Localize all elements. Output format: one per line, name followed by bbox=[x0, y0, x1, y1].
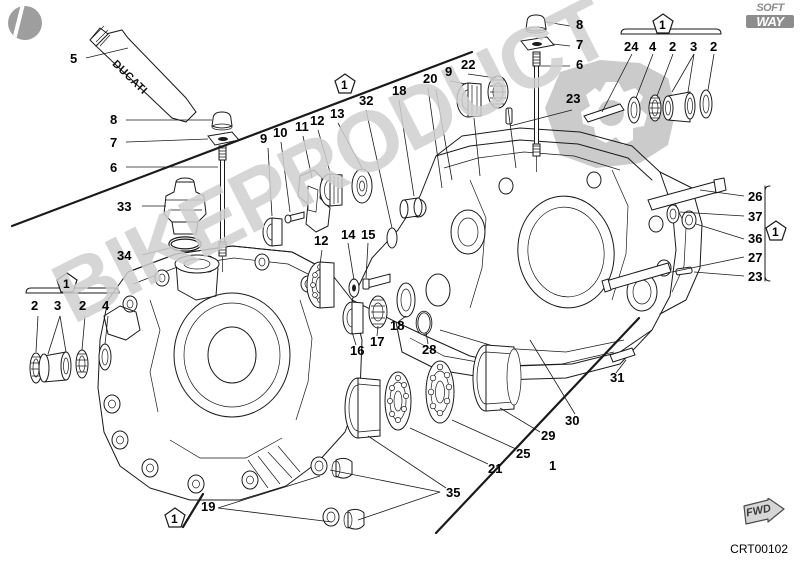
callout-9b: 9 bbox=[445, 64, 453, 79]
callout-23b: 23 bbox=[748, 269, 763, 284]
pentagon-label-bottom-left: 1 bbox=[63, 277, 70, 291]
page-corner-disc bbox=[8, 6, 42, 40]
pentagon-markers bbox=[56, 13, 787, 528]
callout-18: 18 bbox=[392, 83, 407, 98]
logo-line-1: SOFT bbox=[756, 2, 784, 14]
callout-33: 33 bbox=[117, 199, 132, 214]
pentagon-label-top-center: 1 bbox=[341, 78, 348, 92]
callout-34: 34 bbox=[117, 248, 132, 263]
callout-2c: 2 bbox=[31, 298, 39, 313]
callout-13: 13 bbox=[330, 106, 345, 121]
callout-29: 29 bbox=[541, 428, 556, 443]
callout-4b: 4 bbox=[102, 298, 110, 313]
parts-bottom-left-group bbox=[29, 343, 112, 384]
callout-15: 15 bbox=[361, 227, 376, 242]
callout-12: 12 bbox=[310, 113, 325, 128]
parts-bottom-screws bbox=[310, 456, 365, 530]
callout-7b: 7 bbox=[576, 37, 584, 52]
parts-center-shafts bbox=[262, 75, 509, 249]
ducati-sealant-tube bbox=[89, 25, 197, 123]
bracket-top-right bbox=[620, 28, 722, 35]
callout-18b: 18 bbox=[390, 318, 405, 333]
softway-logo: SOFT WAY bbox=[746, 3, 794, 29]
callout-12b: 12 bbox=[314, 233, 329, 248]
parts-left-column bbox=[163, 111, 240, 272]
callout-30: 30 bbox=[565, 413, 580, 428]
callout-17: 17 bbox=[370, 334, 385, 349]
callout-25: 25 bbox=[516, 446, 531, 461]
callout-32: 32 bbox=[359, 93, 374, 108]
callout-4: 4 bbox=[649, 39, 657, 54]
callout-9: 9 bbox=[260, 131, 268, 146]
callout-31: 31 bbox=[610, 370, 625, 385]
callout-1: 1 bbox=[549, 458, 557, 473]
callout-21: 21 bbox=[488, 461, 503, 476]
callout-8: 8 bbox=[110, 112, 118, 127]
drawing-code: CRT00102 bbox=[730, 542, 788, 556]
callout-6: 6 bbox=[110, 160, 118, 175]
callout-10: 10 bbox=[273, 125, 288, 140]
parts-right-fasteners bbox=[601, 177, 727, 363]
leader-lines bbox=[35, 21, 745, 523]
callout-26: 26 bbox=[748, 189, 763, 204]
callout-19: 19 bbox=[201, 499, 216, 514]
callout-8b: 8 bbox=[576, 17, 584, 32]
callout-28: 28 bbox=[422, 342, 437, 357]
pentagon-label-right-side: 1 bbox=[772, 225, 779, 239]
crankcase-left-half bbox=[97, 245, 363, 501]
disc-slash bbox=[10, 6, 26, 40]
bracket-right-side bbox=[764, 185, 771, 282]
callout-27: 27 bbox=[748, 250, 763, 265]
callout-16: 16 bbox=[350, 343, 365, 358]
group-boundary-lines bbox=[10, 50, 641, 535]
callout-22: 22 bbox=[461, 57, 476, 72]
pentagon-label-top-right: 1 bbox=[659, 18, 666, 32]
logo-line-2: WAY bbox=[746, 15, 794, 28]
callout-6b: 6 bbox=[576, 57, 584, 72]
callout-5: 5 bbox=[70, 51, 78, 66]
callout-37: 37 bbox=[748, 209, 763, 224]
parts-middle-bearings bbox=[306, 261, 433, 336]
callout-11: 11 bbox=[295, 119, 309, 134]
pentagon-label-bottom-19: 1 bbox=[171, 512, 178, 526]
callout-23: 23 bbox=[566, 91, 581, 106]
crankcase-right-half bbox=[351, 127, 703, 381]
callout-24: 24 bbox=[624, 39, 639, 54]
callout-14: 14 bbox=[341, 227, 356, 242]
callout-3b: 3 bbox=[54, 298, 62, 313]
callout-7: 7 bbox=[110, 135, 118, 150]
fwd-direction-arrow: FWD bbox=[742, 497, 786, 528]
callout-2b: 2 bbox=[710, 39, 718, 54]
callout-2a: 2 bbox=[669, 39, 677, 54]
callout-2d: 2 bbox=[79, 298, 87, 313]
callout-3: 3 bbox=[690, 39, 698, 54]
callout-20: 20 bbox=[423, 71, 438, 86]
parts-bottom-bearings bbox=[344, 344, 522, 439]
callout-36: 36 bbox=[748, 231, 763, 246]
callout-35: 35 bbox=[446, 485, 461, 500]
parts-top-right-group bbox=[583, 89, 713, 124]
